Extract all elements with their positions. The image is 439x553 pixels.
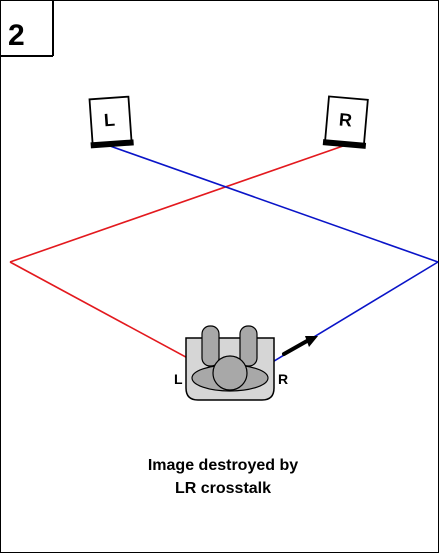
right-wall-to-listener-path: [245, 261, 439, 379]
right-speaker-label: R: [338, 109, 353, 130]
left-speaker-label: L: [103, 110, 115, 131]
caption-line-2: LR crosstalk: [175, 480, 271, 497]
microphone-icon: [282, 336, 318, 356]
right-speaker: R: [322, 95, 369, 149]
listener-right-arm: [239, 325, 258, 367]
caption-line-1: Image destroyed by: [148, 457, 298, 474]
listener-left-arm: [201, 325, 220, 367]
left-speaker: L: [88, 95, 134, 149]
listener-right-ear-label: R: [278, 371, 288, 387]
right-channel-paths: [109, 145, 439, 379]
panel-number-box: 2: [0, 0, 54, 57]
left-speaker-to-wall-path: [9, 145, 344, 263]
panel-number: 2: [8, 19, 25, 52]
listener-left-ear-label: L: [174, 371, 183, 387]
listener-head: [212, 355, 248, 391]
listener: L R: [174, 325, 288, 401]
right-speaker-to-wall-path: [109, 145, 439, 263]
